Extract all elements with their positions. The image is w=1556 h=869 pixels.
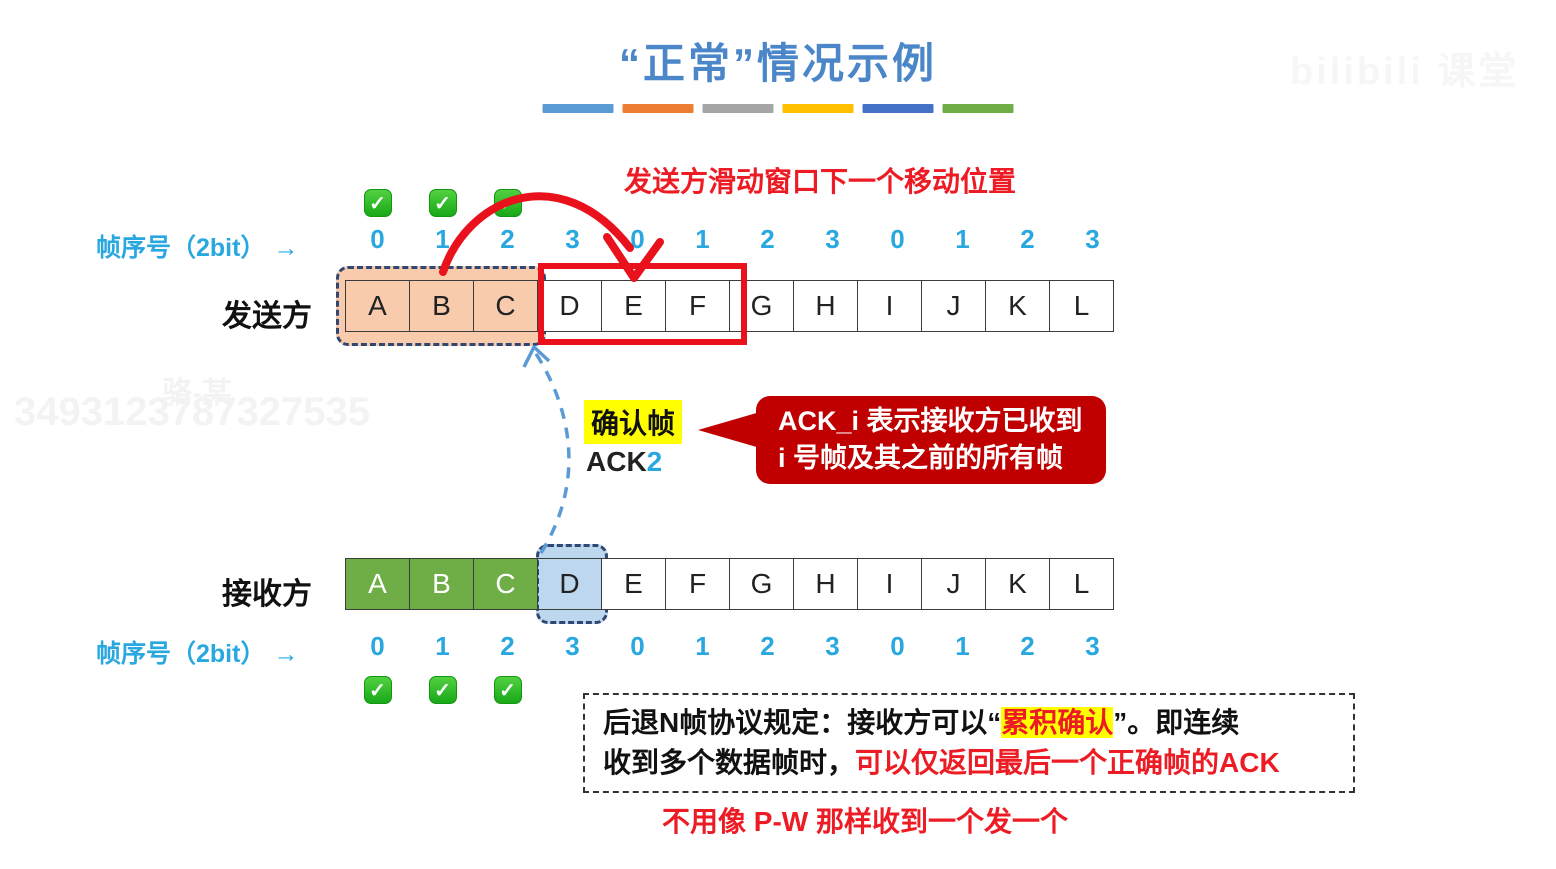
ack-frame-label: 确认帧: [584, 400, 683, 444]
seq-number: 2: [1020, 224, 1035, 254]
seq-number: 3: [825, 631, 840, 661]
watermark-left-name: 骆-某: [162, 377, 232, 410]
check-icon: ✓: [363, 676, 392, 704]
gbn-rule-box: 后退N帧协议规定：接收方可以“累积确认”。即连续 收到多个数据帧时，可以仅返回最…: [583, 693, 1355, 793]
ack-prefix: ACK: [586, 446, 647, 477]
right-arrow-icon: →: [273, 234, 299, 262]
frame-cell: D: [537, 558, 602, 610]
receiver-seq-label: 帧序号（2bit）→: [96, 634, 298, 670]
seq-label-text: 帧序号（2bit）: [96, 640, 266, 668]
frame-cell: A: [345, 558, 410, 610]
sender-label: 发送方: [222, 300, 312, 333]
receiver-label: 接收方: [222, 578, 312, 611]
window-move-annotation: 发送方滑动窗口下一个移动位置: [623, 166, 1016, 197]
frame-cell: I: [857, 280, 922, 332]
seq-number: 2: [500, 631, 515, 661]
ack-explanation-callout: ACK_i 表示接收方已收到 i 号帧及其之前的所有帧: [756, 396, 1106, 484]
seq-number: 3: [565, 224, 580, 254]
frame-cell: E: [601, 558, 666, 610]
sender-ack-checks: ✓ ✓ ✓: [345, 189, 540, 217]
seq-number: 1: [955, 631, 970, 661]
frame-cell: L: [1049, 558, 1114, 610]
seq-number: 0: [370, 631, 385, 661]
seq-number: 1: [695, 631, 710, 661]
callout-line1: ACK_i 表示接收方已收到: [778, 406, 1083, 436]
frame-cell: C: [473, 280, 538, 332]
receiver-frame-row: A B C D E F G H I J K L: [345, 558, 1114, 610]
frame-cell: K: [985, 280, 1050, 332]
seq-number: 2: [760, 631, 775, 661]
frame-cell: B: [409, 558, 474, 610]
divider-bar: [542, 104, 614, 113]
seq-number: 3: [565, 631, 580, 661]
seq-number: 2: [1020, 631, 1035, 661]
seq-number: 3: [1085, 631, 1100, 661]
watermark-left-number: 3493123787327535: [14, 390, 370, 434]
bottom-annotation: 不用像 P-W 那样收到一个发一个: [662, 806, 1068, 837]
frame-cell: E: [601, 280, 666, 332]
receiver-seq-row: 0 1 2 3 0 1 2 3 0 1 2 3: [345, 631, 1125, 662]
frame-cell: G: [729, 558, 794, 610]
check-icon: ✓: [363, 189, 392, 217]
divider-bar: [782, 104, 854, 113]
seq-number: 3: [1085, 224, 1100, 254]
rule-line1-pre: 后退N帧协议规定：接收方可以“: [603, 707, 1002, 738]
frame-cell: L: [1049, 280, 1114, 332]
rule-line1-highlight: 累积确认: [1001, 707, 1114, 738]
frame-cell: F: [665, 558, 730, 610]
frame-cell: K: [985, 558, 1050, 610]
sender-next-window-highlight: [538, 263, 747, 345]
seq-number: 2: [760, 224, 775, 254]
seq-number: 0: [890, 224, 905, 254]
seq-number: 1: [435, 224, 450, 254]
divider-bar: [942, 104, 1014, 113]
sender-seq-label: 帧序号（2bit）→: [96, 228, 298, 264]
seq-number: 0: [370, 224, 385, 254]
rule-line1: 后退N帧协议规定：接收方可以“累积确认”。即连续: [603, 703, 1335, 743]
check-icon: ✓: [493, 189, 522, 217]
sender-seq-row: 0 1 2 3 0 1 2 3 0 1 2 3: [345, 224, 1125, 255]
seq-number: 0: [630, 631, 645, 661]
rule-line1-post: ”。即连续: [1113, 707, 1240, 738]
seq-number: 3: [825, 224, 840, 254]
ack-return-arrow: [522, 345, 571, 554]
divider-bar: [862, 104, 934, 113]
sender-frame-row: A B C D E F G H I J K L: [345, 280, 1114, 332]
seq-label-text: 帧序号（2bit）: [96, 234, 266, 262]
frame-cell: B: [409, 280, 474, 332]
callout-line2: i 号帧及其之前的所有帧: [778, 443, 1064, 473]
seq-number: 1: [955, 224, 970, 254]
frame-cell: C: [473, 558, 538, 610]
seq-number: 1: [695, 224, 710, 254]
divider-bar: [702, 104, 774, 113]
frame-cell: I: [857, 558, 922, 610]
seq-number: 1: [435, 631, 450, 661]
rule-line2-red: 可以仅返回最后一个正确帧的ACK: [855, 747, 1280, 778]
frame-cell: J: [921, 558, 986, 610]
frame-cell: H: [793, 558, 858, 610]
title-divider-bars: [542, 104, 1014, 113]
frame-cell: H: [793, 280, 858, 332]
frame-cell: A: [345, 280, 410, 332]
seq-number: 0: [890, 631, 905, 661]
check-icon: ✓: [493, 676, 522, 704]
seq-number: 2: [500, 224, 515, 254]
receiver-ack-checks: ✓ ✓ ✓: [345, 676, 540, 704]
right-arrow-icon: →: [273, 640, 299, 668]
callout-pointer: [698, 412, 760, 448]
page-title: “正常”情况示例: [618, 40, 937, 87]
check-icon: ✓: [428, 676, 457, 704]
divider-bar: [622, 104, 694, 113]
check-icon: ✓: [428, 189, 457, 217]
ack-value: ACK2: [586, 446, 662, 478]
rule-line2: 收到多个数据帧时，可以仅返回最后一个正确帧的ACK: [603, 743, 1335, 783]
ack-number: 2: [646, 446, 663, 477]
frame-cell: J: [921, 280, 986, 332]
rule-line2-black: 收到多个数据帧时，: [603, 747, 856, 778]
seq-number: 0: [630, 224, 645, 254]
